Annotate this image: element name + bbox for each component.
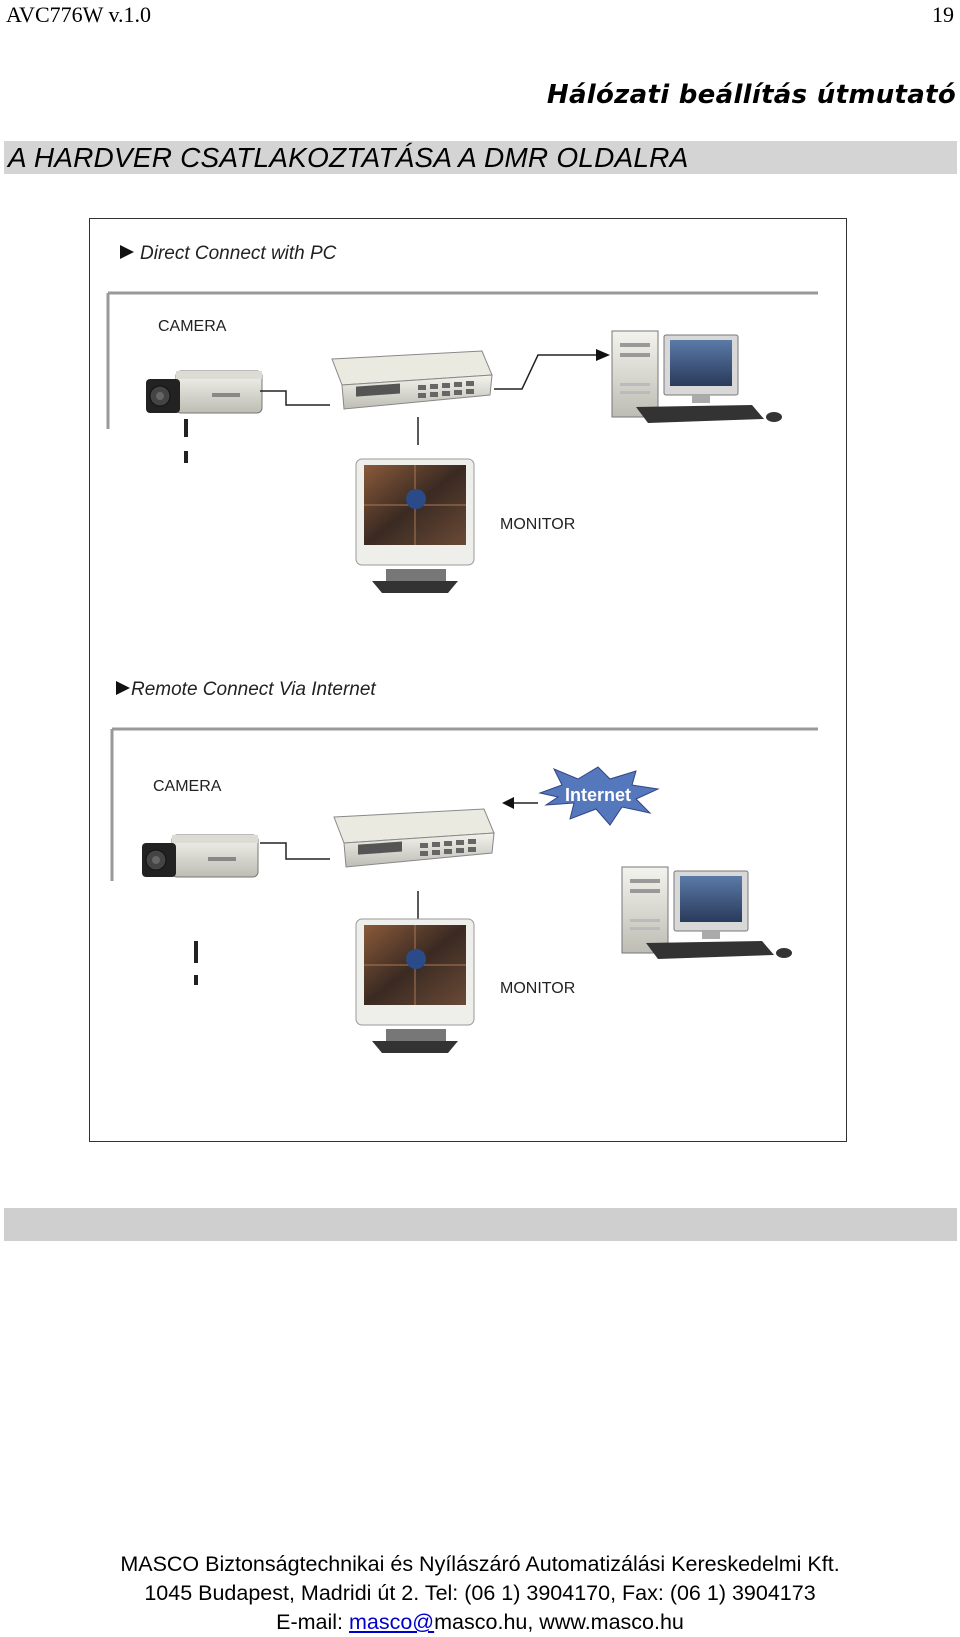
section-title-bar	[4, 141, 957, 174]
crt-monitor-icon	[355, 918, 475, 1053]
remote-connect-section: Remote Connect Via Internet CAMERA Inter…	[110, 679, 818, 1053]
connection-diagram: Direct Connect with PC CAMERA	[89, 218, 847, 1142]
email-link[interactable]: masco@	[348, 1610, 435, 1634]
desktop-pc-icon	[621, 866, 792, 959]
direct-connect-section: Direct Connect with PC CAMERA	[106, 243, 818, 593]
page-number: 19	[932, 2, 954, 27]
remote-heading: Remote Connect Via Internet	[131, 679, 376, 700]
footer-contact: E-mail: masco@masco.hu, www.masco.hu	[0, 1608, 960, 1637]
play-triangle-icon	[116, 681, 130, 695]
direct-heading: Direct Connect with PC	[140, 243, 337, 264]
play-triangle-icon	[120, 245, 134, 259]
footer-address: 1045 Budapest, Madridi út 2. Tel: (06 1)…	[144, 1581, 816, 1605]
remote-monitor-label: MONITOR	[500, 980, 575, 997]
remote-camera-label: CAMERA	[153, 778, 222, 795]
document-id: AVC776W v.1.0	[6, 2, 152, 27]
section-end-bar	[4, 1208, 957, 1241]
direct-camera-label: CAMERA	[158, 318, 227, 335]
dvr-recorder-icon	[333, 808, 495, 868]
footer-email-prefix: E-mail:	[276, 1610, 349, 1634]
crt-monitor-icon	[355, 458, 475, 593]
footer-company: MASCO Biztonságtechnikai és Nyílászáró A…	[120, 1552, 840, 1576]
direct-monitor-label: MONITOR	[500, 516, 575, 533]
guide-title: Hálózati beállítás útmutató	[546, 80, 956, 110]
cctv-camera-icon	[146, 370, 263, 414]
cctv-camera-icon	[142, 834, 259, 878]
footer-web: masco.hu, www.masco.hu	[434, 1610, 684, 1634]
section-title: A HARDVER CSATLAKOZTATÁSA A DMR OLDALRA	[8, 142, 689, 173]
desktop-pc-icon	[611, 330, 782, 423]
internet-label: Internet	[565, 785, 631, 805]
internet-burst-icon: Internet	[538, 766, 660, 826]
dvr-recorder-icon	[331, 350, 493, 410]
